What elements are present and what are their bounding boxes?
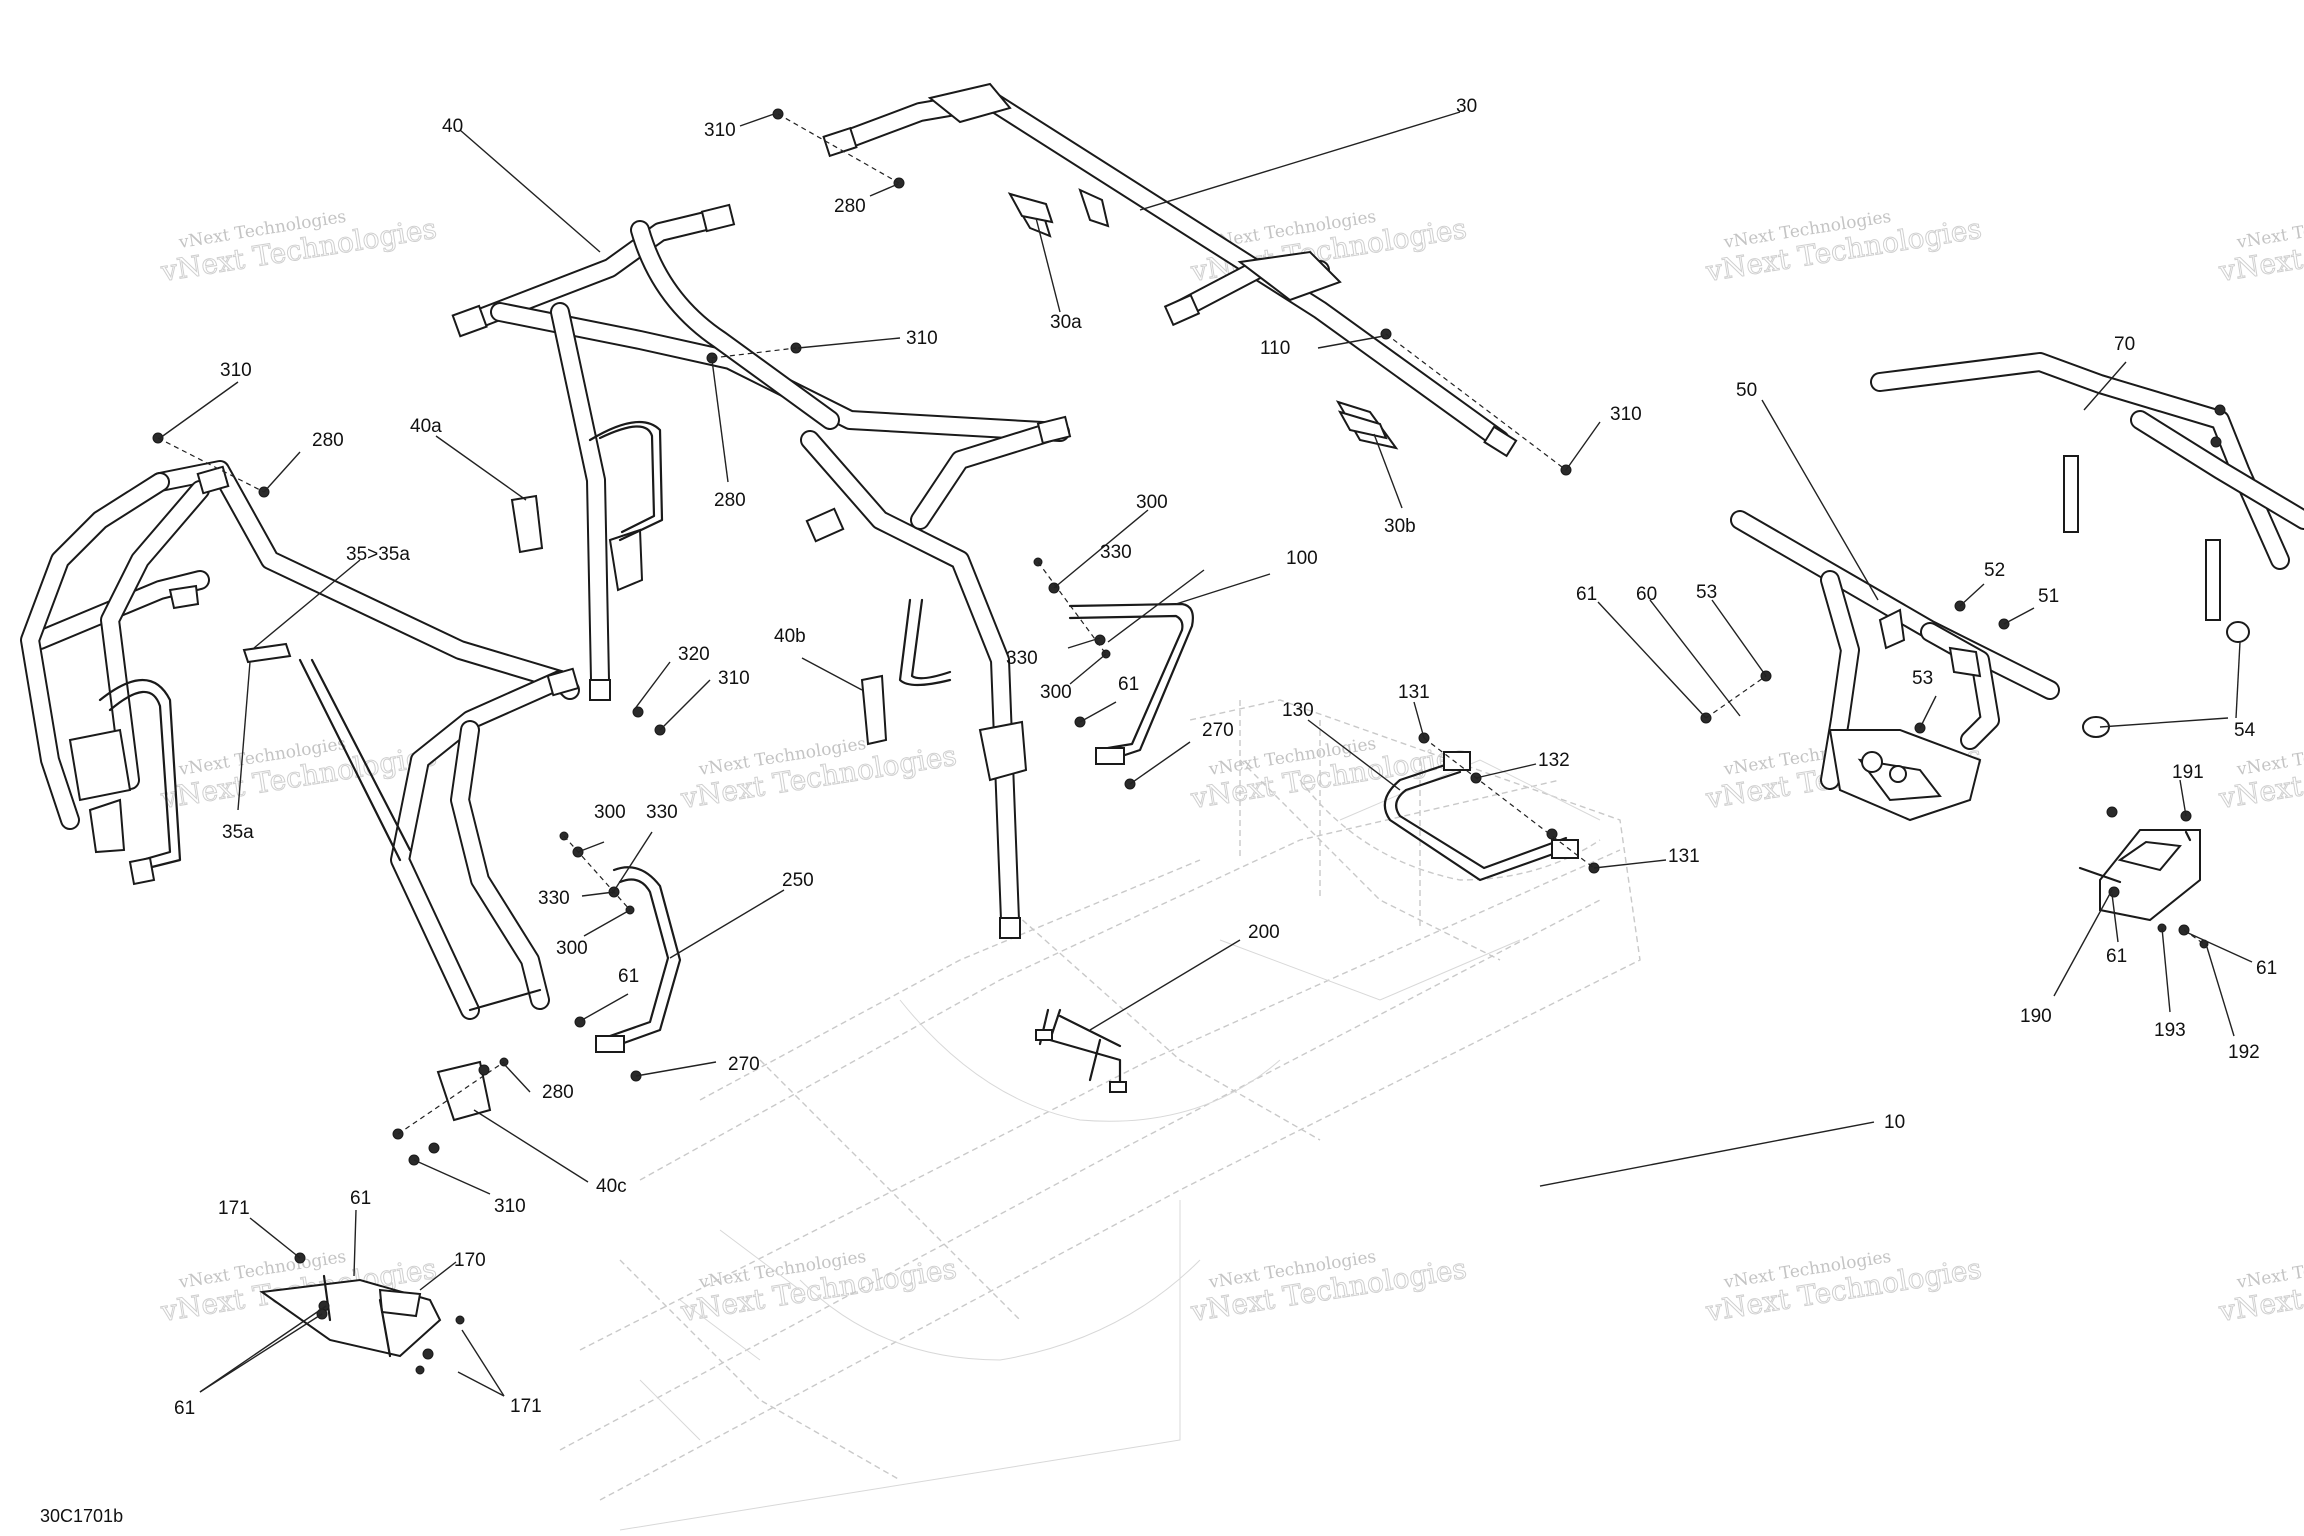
part-250-grab-bar	[595, 866, 682, 1053]
callout-53: 53	[1912, 668, 1933, 689]
callout-171: 171	[218, 1198, 250, 1219]
callout-190: 190	[2020, 1006, 2052, 1027]
callout-310: 310	[494, 1196, 526, 1217]
callout-30: 30	[1456, 96, 1477, 117]
callout-52: 52	[1984, 560, 2005, 581]
small-brackets	[242, 192, 1388, 746]
callout-53: 53	[1696, 582, 1717, 603]
drawing-reference-number: 30C1701b	[40, 1506, 123, 1526]
callout-171: 171	[510, 1396, 542, 1417]
part-130-handle	[1383, 751, 1579, 882]
callout-310: 310	[906, 328, 938, 349]
callout-200: 200	[1248, 922, 1280, 943]
callout-310: 310	[718, 668, 750, 689]
callout-330: 330	[1100, 542, 1132, 563]
callout-330: 330	[1006, 648, 1038, 669]
callout-300: 300	[594, 802, 626, 823]
leader-lines	[157, 111, 2253, 1397]
callout-300: 300	[556, 938, 588, 959]
callout-193: 193	[2154, 1020, 2186, 1041]
callout-35a: 35a	[222, 822, 254, 843]
callout-60: 60	[1636, 584, 1657, 605]
callout-40b: 40b	[774, 626, 806, 647]
part-54-cap	[2082, 621, 2250, 738]
callout-30a: 30a	[1050, 312, 1082, 333]
callout-250: 250	[782, 870, 814, 891]
main-frame-ghost	[559, 699, 1641, 1531]
callout-132: 132	[1538, 750, 1570, 771]
callout-330: 330	[538, 888, 570, 909]
callout-61: 61	[174, 1398, 195, 1419]
callout-35-35a: 35>35a	[346, 544, 410, 565]
callout-labels: 30 310 280 30a 110 30b 310 40 310 280 40…	[174, 96, 2277, 1419]
callout-70: 70	[2114, 334, 2135, 355]
watermark-text: vNext Technologies	[2216, 739, 2304, 815]
watermark-text: vNext Technologies	[2216, 212, 2304, 288]
part-35-front-section	[20, 460, 580, 1020]
callout-61: 61	[350, 1188, 371, 1209]
part-200-bracket	[1035, 1008, 1127, 1093]
callout-310: 310	[220, 360, 252, 381]
callout-300: 300	[1040, 682, 1072, 703]
part-100-grab-bar	[1068, 602, 1194, 765]
callout-280: 280	[312, 430, 344, 451]
callout-50: 50	[1736, 380, 1757, 401]
part-190-mount-plate	[2078, 829, 2201, 922]
callout-61: 61	[618, 966, 639, 987]
callout-61: 61	[2256, 958, 2277, 979]
callout-310: 310	[1610, 404, 1642, 425]
callout-30b: 30b	[1384, 516, 1416, 537]
part-40c-bracket	[436, 1060, 492, 1122]
callout-61: 61	[1118, 674, 1139, 695]
callout-300: 300	[1136, 492, 1168, 513]
part-70-dash-bar	[1870, 352, 2304, 621]
callout-280: 280	[834, 196, 866, 217]
callout-280: 280	[542, 1082, 574, 1103]
callout-192: 192	[2228, 1042, 2260, 1063]
watermark-text: vNext Technologies	[2216, 1252, 2304, 1328]
callout-330: 330	[646, 802, 678, 823]
part-170-front-support	[259, 1274, 442, 1358]
callout-61: 61	[1576, 584, 1597, 605]
callout-131: 131	[1398, 682, 1430, 703]
callout-54: 54	[2234, 720, 2256, 741]
callout-310: 310	[704, 120, 736, 141]
callout-131: 131	[1668, 846, 1700, 867]
callout-110: 110	[1260, 338, 1290, 359]
callout-170: 170	[454, 1250, 486, 1271]
part-30-upper-bar	[822, 82, 1518, 458]
part-50-dash-support	[1730, 510, 2060, 822]
callout-270: 270	[728, 1054, 760, 1075]
callout-270: 270	[1202, 720, 1234, 741]
part-40-cage-section	[451, 203, 1072, 939]
callout-280: 280	[714, 490, 746, 511]
callout-61: 61	[2106, 946, 2127, 967]
callout-191: 191	[2172, 762, 2204, 783]
callout-320: 320	[678, 644, 710, 665]
callout-100: 100	[1286, 548, 1318, 569]
callout-40c: 40c	[596, 1176, 627, 1197]
callout-51: 51	[2038, 586, 2059, 607]
callout-40a: 40a	[410, 416, 442, 437]
callout-10: 10	[1884, 1112, 1905, 1133]
callout-130: 130	[1282, 700, 1314, 721]
callout-40: 40	[442, 116, 463, 137]
